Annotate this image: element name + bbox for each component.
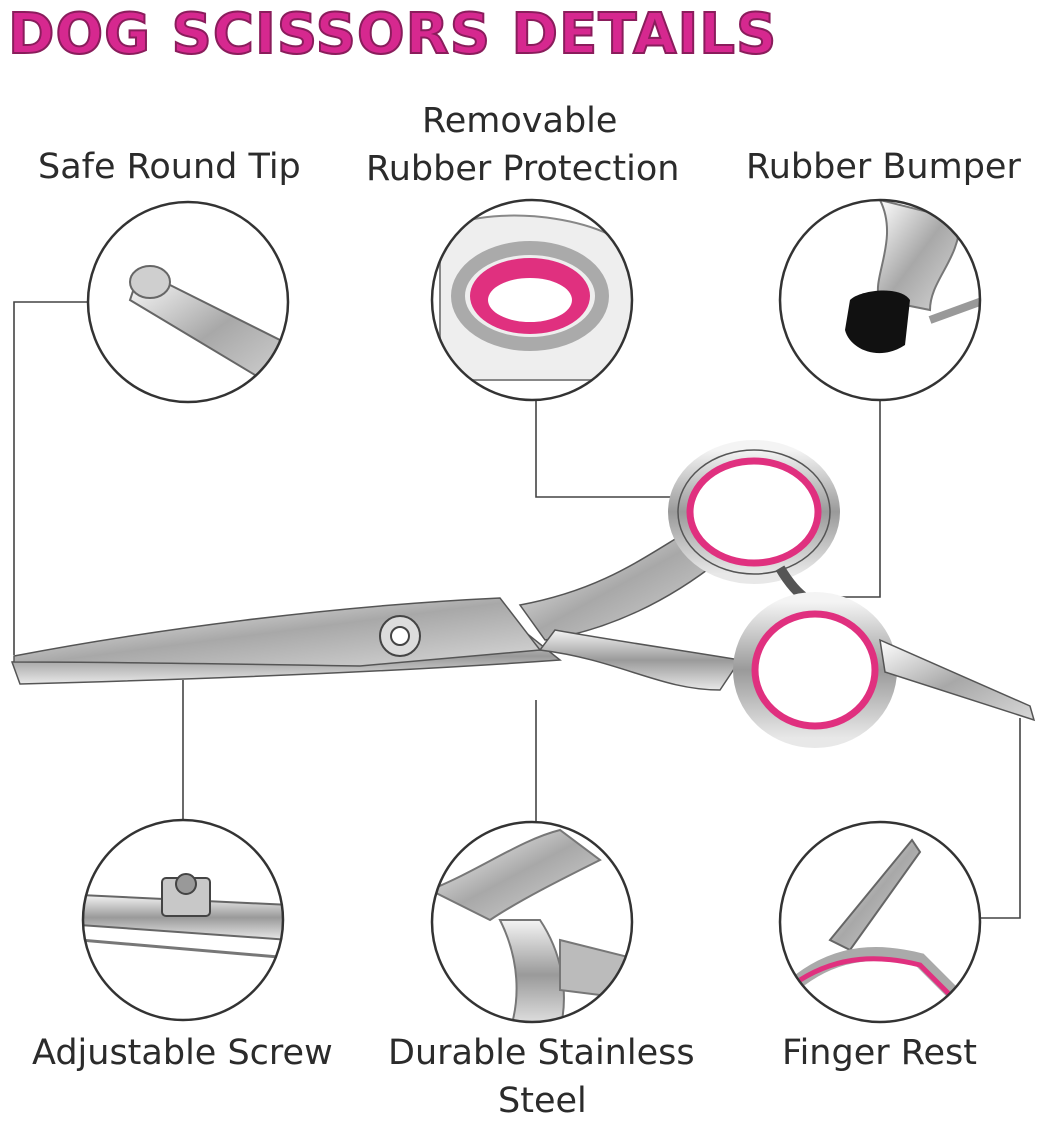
label-stainless-1: Durable Stainless (388, 1033, 695, 1073)
leader-lines (13, 301, 1021, 919)
leader-finger-rest (980, 718, 1021, 919)
label-safe-round-tip: Safe Round Tip (38, 147, 301, 187)
label-adjustable-screw: Adjustable Screw (32, 1033, 333, 1073)
detail-finger-rest (778, 820, 982, 1024)
label-rubber-bumper: Rubber Bumper (746, 147, 1021, 187)
detail-stainless-steel (430, 820, 634, 1024)
label-finger-rest: Finger Rest (782, 1033, 977, 1073)
page-title: DOG SCISSORS DETAILS (7, 1, 778, 68)
label-rubber-protection-1: Removable (422, 101, 618, 141)
detail-safe-round-tip (86, 200, 290, 404)
label-stainless-2: Steel (498, 1081, 587, 1121)
leader-rubber-protection (535, 400, 688, 498)
detail-rubber-bumper (778, 198, 982, 402)
detail-adjustable-screw (81, 818, 285, 1022)
detail-rubber-protection (430, 198, 634, 402)
label-rubber-protection-2: Rubber Protection (366, 149, 680, 189)
scissors-main (10, 440, 1036, 748)
leader-tip (13, 301, 88, 655)
finger-rest-tang (879, 638, 1036, 722)
